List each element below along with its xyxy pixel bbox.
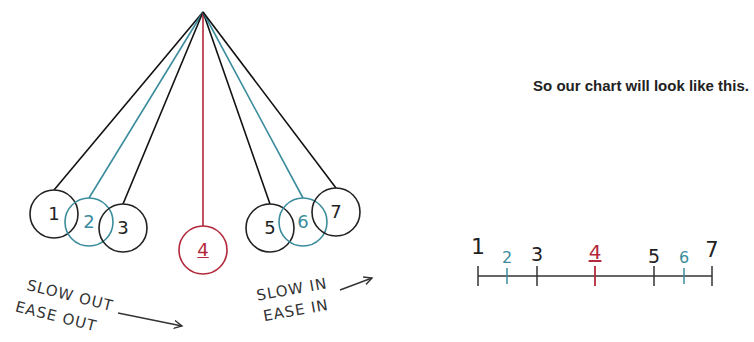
pendulum-bob: 5	[245, 203, 295, 253]
chart-number: 6	[679, 250, 689, 266]
pendulum-string	[203, 12, 303, 198]
motion-label: EASE IN	[262, 298, 330, 324]
timing-chart	[478, 266, 712, 286]
bob-number: 3	[117, 219, 128, 237]
pendulum-bob: 2	[64, 197, 114, 247]
chart-number: 2	[502, 250, 512, 266]
bob-number: 5	[264, 219, 275, 237]
chart-intro: So our chart will look like this.	[533, 78, 749, 93]
chart-number: 7	[705, 240, 718, 261]
chart-number: 5	[648, 247, 660, 266]
bob-number: 4	[197, 241, 208, 259]
pendulum-bob: 1	[29, 189, 79, 239]
bob-number: 1	[48, 205, 59, 223]
pendulum-string	[54, 12, 203, 190]
pendulum-string	[202, 12, 204, 226]
chart-number: 3	[531, 245, 543, 264]
ease-in-arrow	[340, 278, 372, 290]
chart-number: 4	[589, 242, 602, 262]
chart-number: 1	[471, 236, 485, 258]
pendulum-string	[203, 12, 270, 204]
bob-number: 7	[330, 203, 341, 221]
ease-out-arrow	[118, 313, 182, 326]
bob-number: 2	[83, 213, 94, 231]
pendulum-strings	[54, 12, 336, 226]
pendulum-string	[123, 12, 203, 204]
bob-number: 6	[297, 213, 308, 231]
pendulum-bob: 7	[311, 187, 361, 237]
pendulum-bob: 4	[178, 225, 228, 275]
pendulum-string	[89, 12, 203, 198]
pendulum-string	[203, 12, 336, 188]
pendulum-bob: 6	[278, 197, 328, 247]
pendulum-bob: 3	[98, 203, 148, 253]
